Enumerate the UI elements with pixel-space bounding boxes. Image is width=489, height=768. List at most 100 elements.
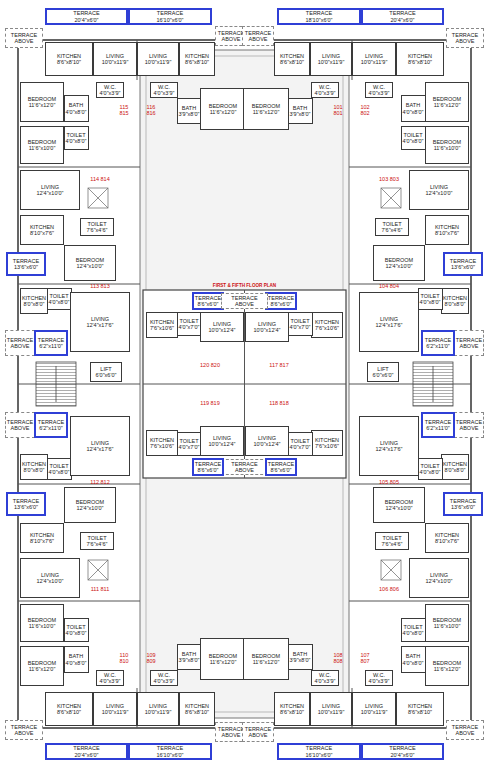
terrace-above-box: TERRACE ABOVE <box>446 28 484 48</box>
room-name: KITCHEN <box>30 224 54 230</box>
room-dimension: 12'4"x10'0" <box>36 190 63 196</box>
unit-number: 111 811 <box>91 586 110 592</box>
unit-number: 116 816 <box>145 104 158 117</box>
room-box: LIVING10'0"x11'9" <box>352 42 396 76</box>
staircase <box>36 362 76 406</box>
room-dimension: 8'0"x8'0" <box>444 467 465 473</box>
room-dimension: 7'6"x10'6" <box>150 325 174 331</box>
room-name: BEDROOM <box>28 660 56 666</box>
room-dimension: 13'6"x6'0" <box>451 504 475 510</box>
room-name: LIVING <box>149 703 167 709</box>
room-name: LIVING <box>322 703 340 709</box>
room-name: TOILET <box>66 132 85 138</box>
terrace-label: TERRACE ABOVE <box>455 419 483 432</box>
room-dimension: 10'0"x11'9" <box>102 59 129 65</box>
room-dimension: 10'0"x11'9" <box>318 709 345 715</box>
room-dimension: 4'0"x8'0" <box>403 630 424 636</box>
room-dimension: 4'0"x8'0" <box>420 469 441 475</box>
room-box: LIVING10'0"x11'9" <box>310 692 352 726</box>
terrace-above-box: TERRACE ABOVE <box>5 412 35 438</box>
terrace-label: TERRACE ABOVE <box>447 724 483 737</box>
room-name: KITCHEN <box>280 53 304 59</box>
room-name: BEDROOM <box>252 653 280 659</box>
room-box: LIVING10'0"x12'4" <box>200 426 244 456</box>
room-dimension: 4'0"x8'0" <box>49 469 70 475</box>
room-dimension: 10'0"x11'9" <box>145 59 172 65</box>
room-name: LIVING <box>91 316 109 322</box>
room-name: LIVING <box>213 321 231 327</box>
terrace-box: TERRACE18'10"x6'0" <box>277 8 361 26</box>
room-dimension: 8'6"x8'10" <box>408 59 432 65</box>
terrace-box: TERRACE20'4"x6'0" <box>45 8 128 26</box>
room-dimension: 7'6"x4'6" <box>382 541 403 547</box>
room-name: TERRACE <box>73 10 99 16</box>
room-dimension: 20'4"x6'0" <box>390 752 414 758</box>
room-name: TERRACE <box>13 258 39 264</box>
room-dimension: 16'10"x6'0" <box>156 752 183 758</box>
room-box: KITCHEN8'10"x7'6" <box>20 523 64 553</box>
room-name: BEDROOM <box>76 257 104 263</box>
room-box: BATH3'9"x8'0" <box>288 644 313 670</box>
room-box: BEDROOM11'6"x12'0" <box>200 88 246 130</box>
room-dimension: 8'6"x8'10" <box>185 59 209 65</box>
room-dimension: 12'4"x17'6" <box>86 322 113 328</box>
room-name: TERRACE <box>268 461 294 467</box>
room-dimension: 4'0"x3'9" <box>315 90 336 96</box>
room-dimension: 11'6"x10'0" <box>29 623 56 629</box>
room-dimension: 6'2"x11'0" <box>426 343 450 349</box>
room-name: KITCHEN <box>443 295 467 301</box>
room-name: KITCHEN <box>185 703 209 709</box>
room-dimension: 11'6"x12'0" <box>434 666 461 672</box>
room-box: KITCHEN8'0"x8'0" <box>441 288 469 314</box>
room-box: TOILET4'0"x8'0" <box>418 288 443 310</box>
room-name: KITCHEN <box>150 437 174 443</box>
room-box: TOILET4'0"x7'0" <box>288 432 313 456</box>
room-dimension: 4'0"x8'0" <box>49 299 70 305</box>
room-name: TOILET <box>382 535 401 541</box>
room-dimension: 3'9"x8'0" <box>290 657 311 663</box>
terrace-box: TERRACE13'6"x6'0" <box>443 252 483 276</box>
room-name: KITCHEN <box>185 53 209 59</box>
room-dimension: 13'6"x6'0" <box>451 264 475 270</box>
room-dimension: 8'6"x6'0" <box>271 301 292 307</box>
room-box: KITCHEN7'6"x10'6" <box>146 430 178 456</box>
room-box: TOILET4'0"x8'0" <box>401 618 426 642</box>
room-name: TOILET <box>49 463 68 469</box>
unit-number: 117 817 <box>269 362 288 368</box>
room-name: KITCHEN <box>408 703 432 709</box>
terrace-above-box: TERRACE ABOVE <box>454 412 484 438</box>
room-name: TOILET <box>49 293 68 299</box>
room-name: TERRACE <box>268 295 294 301</box>
terrace-above-box: TERRACE ABOVE <box>242 722 274 742</box>
room-box: LIFT6'0"x6'0" <box>367 362 399 382</box>
unit-number: 118 818 <box>269 400 288 406</box>
room-dimension: 12'4"x10'0" <box>76 505 103 511</box>
room-dimension: 8'0"x8'0" <box>23 467 44 473</box>
room-dimension: 8'6"x6'0" <box>198 301 219 307</box>
room-name: TOILET <box>179 438 198 444</box>
room-name: KITCHEN <box>30 532 54 538</box>
room-name: BEDROOM <box>252 103 280 109</box>
room-box: BEDROOM11'6"x10'0" <box>425 126 469 164</box>
room-dimension: 4'0"x7'0" <box>179 324 200 330</box>
room-dimension: 8'6"x8'10" <box>408 709 432 715</box>
room-dimension: 10'0"x11'9" <box>361 59 388 65</box>
unit-number: 109 809 <box>145 652 158 665</box>
terrace-box: TERRACE20'4"x6'0" <box>45 743 128 761</box>
unit-number: 120 820 <box>200 362 220 368</box>
room-name: BEDROOM <box>433 617 461 623</box>
room-name: LIVING <box>365 53 383 59</box>
room-box: KITCHEN7'6"x10'6" <box>146 312 178 338</box>
room-box: BEDROOM11'6"x12'0" <box>243 88 289 130</box>
room-name: TOILET <box>179 318 198 324</box>
room-name: W.C. <box>104 672 116 678</box>
room-name: TERRACE <box>195 295 221 301</box>
room-box: KITCHEN8'0"x8'0" <box>441 454 469 480</box>
room-dimension: 8'0"x8'0" <box>444 301 465 307</box>
room-name: KITCHEN <box>315 437 339 443</box>
room-name: LIVING <box>258 435 276 441</box>
terrace-box: TERRACE6'2"x11'0" <box>34 412 68 438</box>
courtyard <box>140 50 349 718</box>
room-dimension: 11'6"x10'0" <box>434 623 461 629</box>
room-box: BATH4'0"x8'0" <box>64 95 89 122</box>
